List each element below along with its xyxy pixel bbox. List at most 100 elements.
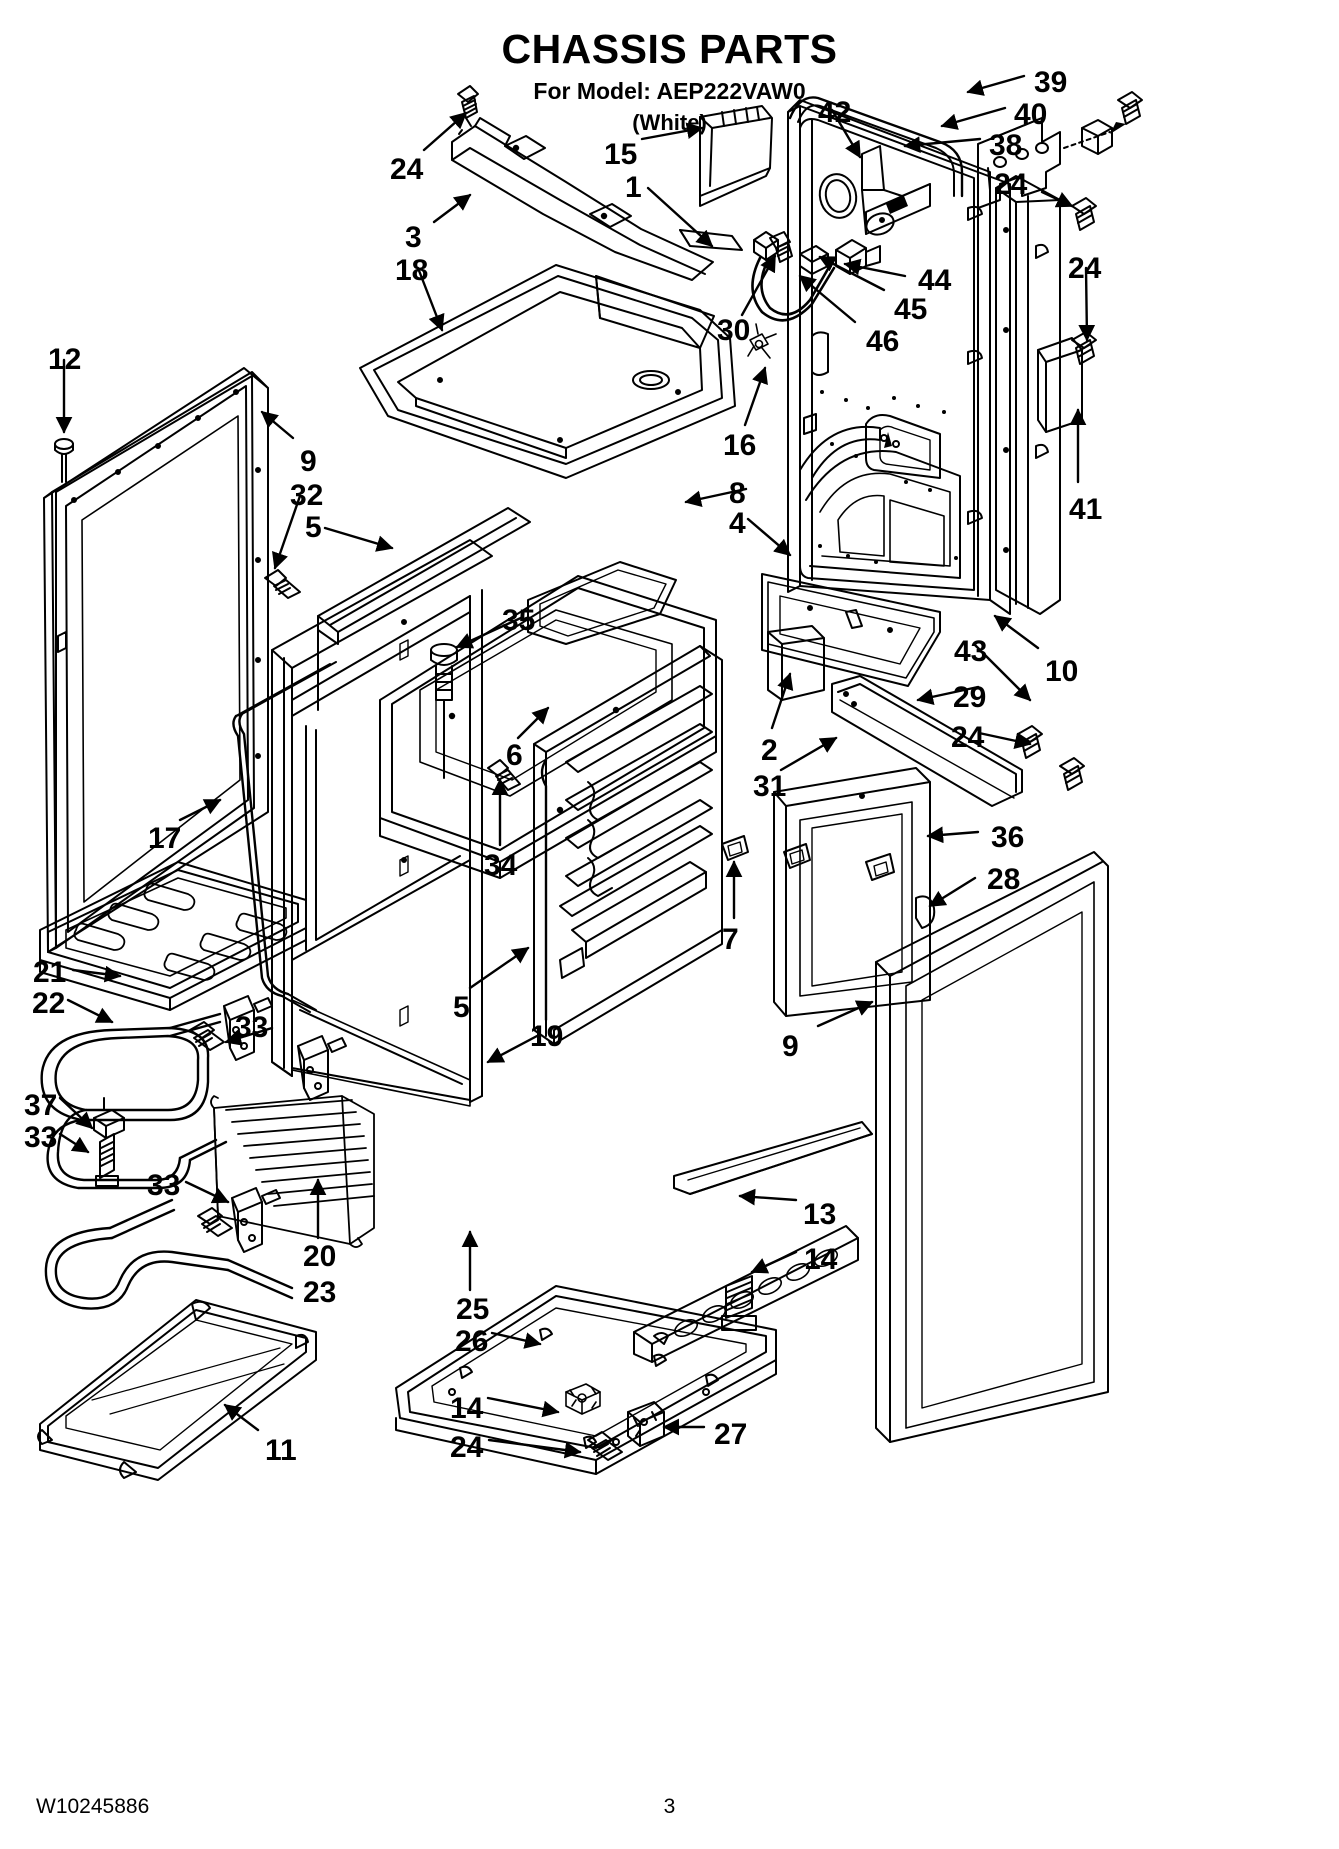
callout-42: 42 — [818, 96, 852, 129]
part-25-bottom-frame — [395, 1285, 777, 1475]
part-33-terminal-bracket-b — [297, 1035, 347, 1101]
callout-35: 35 — [502, 604, 536, 637]
callout-34: 34 — [484, 849, 518, 882]
callout-18: 18 — [395, 254, 429, 287]
callout-27: 27 — [714, 1418, 748, 1451]
callout-17: 17 — [148, 822, 182, 855]
part-4-oven-cavity — [533, 645, 723, 1045]
part-10-rear-panel — [787, 96, 1011, 615]
part-24-screw-right-mid — [1071, 331, 1097, 365]
callout-25: 25 — [456, 1293, 490, 1326]
callout-10: 10 — [1045, 655, 1079, 688]
callout-2: 2 — [761, 734, 778, 767]
callout-39: 39 — [1034, 66, 1068, 99]
part-28-right-door — [875, 851, 1109, 1443]
part-33-screw-a — [189, 1021, 225, 1051]
part-43-rail — [761, 573, 941, 687]
part-1-plate — [679, 229, 743, 251]
part-16-clip — [747, 323, 777, 359]
part-23-element — [44, 1198, 294, 1310]
part-44-connector — [835, 239, 881, 275]
callout-33-a: 33 — [235, 1011, 269, 1044]
part-6-chassis-top — [379, 561, 717, 879]
callout-3: 3 — [405, 221, 422, 254]
part-19-cavity-bottom — [291, 999, 471, 1107]
part-20-oven-rack — [210, 1095, 375, 1248]
part-5-frame-rails — [232, 507, 531, 1103]
footer-page-number: 3 — [663, 1795, 676, 1818]
part-42-bracket — [861, 145, 931, 235]
part-33-terminal-bracket-a — [223, 995, 273, 1061]
callout-31: 31 — [753, 770, 787, 803]
part-24-screw-right-lower — [1059, 757, 1085, 791]
part-31b-bracket — [865, 853, 895, 881]
part-3-rail — [451, 117, 714, 281]
part-34-screw — [487, 759, 521, 791]
part-7-bracket — [721, 835, 749, 861]
part-9-left-door-panel — [43, 367, 269, 953]
part-33-terminal-bracket-c — [231, 1187, 281, 1253]
part-13-side-rail — [673, 1121, 873, 1195]
part-30b-nut — [753, 231, 779, 261]
callout-16: 16 — [723, 429, 757, 462]
callout-7: 7 — [722, 923, 739, 956]
callout-37: 37 — [24, 1089, 58, 1122]
part-46-gas-tube — [751, 256, 836, 322]
part-31-bracket — [783, 843, 811, 869]
part-38-terminal-block — [977, 117, 1061, 209]
callout-29: 29 — [953, 681, 987, 714]
callout-46: 46 — [866, 325, 900, 358]
callout-4: 4 — [729, 507, 746, 540]
callout-28: 28 — [987, 863, 1021, 896]
part-35-screw — [430, 643, 458, 779]
callout-12: 12 — [48, 343, 82, 376]
callout-11: 11 — [265, 1434, 297, 1467]
part-41-side-trim — [1037, 337, 1083, 433]
callout-24-right-lower: 24 — [951, 721, 985, 754]
callout-30: 30 — [717, 314, 751, 347]
callout-8: 8 — [729, 477, 746, 510]
part-36-back-panel — [773, 767, 936, 1017]
callout-33-c: 33 — [147, 1169, 181, 1202]
callout-13: 13 — [803, 1198, 837, 1231]
part-24-screw-bottom — [587, 1431, 623, 1461]
callout-24-right-upper: 24 — [994, 168, 1028, 201]
callout-14-leg: 14 — [804, 1243, 838, 1276]
callout-22: 22 — [32, 987, 66, 1020]
callout-14-nut: 14 — [450, 1392, 484, 1425]
part-24-screw-right-upper — [1071, 197, 1097, 231]
callout-6: 6 — [506, 739, 523, 772]
part-2-insulation-block — [767, 625, 825, 701]
callout-1: 1 — [625, 171, 642, 204]
callout-15: 15 — [604, 138, 638, 171]
callout-45: 45 — [894, 293, 928, 326]
callout-23: 23 — [303, 1276, 337, 1309]
part-29-rail — [831, 675, 1023, 807]
part-39-screw — [1063, 91, 1143, 149]
part-45-fitting — [799, 245, 829, 275]
part-32-screw — [264, 569, 301, 599]
callout-24-top-left: 24 — [390, 153, 424, 186]
callout-19: 19 — [530, 1020, 564, 1053]
part-24-screw-top-left — [457, 85, 479, 127]
callout-21: 21 — [33, 956, 67, 989]
part-33-screw-b — [95, 1133, 119, 1187]
page-footer: W10245886 3 — [0, 1795, 1339, 1821]
part-12-plug — [54, 438, 74, 483]
callout-32: 32 — [290, 479, 324, 512]
footer-document-code: W10245886 — [36, 1795, 150, 1818]
callout-38: 38 — [989, 129, 1023, 162]
part-15-rear-shield — [699, 105, 773, 207]
part-11-drawer-panel — [37, 1299, 317, 1481]
callout-9-right: 9 — [782, 1030, 799, 1063]
callout-44: 44 — [918, 264, 952, 297]
part-33-screw-c — [197, 1207, 233, 1237]
part-14b-nut — [565, 1383, 601, 1415]
callout-5-lower: 5 — [453, 991, 470, 1024]
callout-33-b: 33 — [24, 1121, 58, 1154]
part-37-bracket — [93, 1097, 125, 1139]
callout-5-upper: 5 — [305, 511, 322, 544]
callout-20: 20 — [303, 1240, 337, 1273]
